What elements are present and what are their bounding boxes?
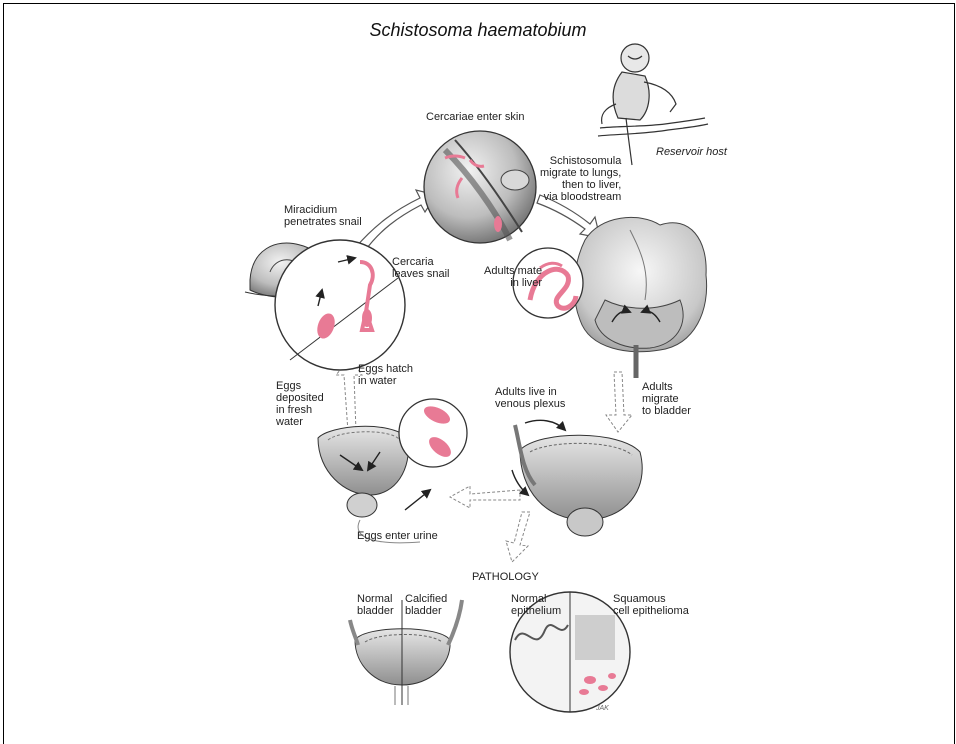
label-normal-epithelium: Normal epithelium — [511, 593, 561, 617]
cycle-arrow-snail-to-skin — [355, 190, 436, 252]
label-squamous-cell-epithelioma: Squamous cell epithelioma — [613, 593, 689, 617]
lungs-liver-illustration — [574, 217, 706, 378]
label-eggs-deposited: Eggs deposited in fresh water — [276, 380, 324, 428]
label-adults-mate: Adults mate in liver — [484, 265, 542, 289]
label-schistosomula-migrate: Schistosomula migrate to lungs, then to … — [540, 155, 621, 203]
skin-penetration-circle — [424, 131, 536, 243]
label-miracidium-penetrates: Miracidium penetrates snail — [284, 204, 362, 228]
label-calcified-bladder: Calcified bladder — [405, 593, 447, 617]
label-adults-live: Adults live in venous plexus — [495, 386, 565, 410]
bladder-venous-plexus-illustration — [512, 420, 642, 536]
cycle-arrow-bladder-to-eggs — [450, 486, 520, 508]
label-eggs-hatch: Eggs hatch in water — [358, 363, 413, 387]
label-eggs-enter-urine: Eggs enter urine — [357, 530, 438, 542]
label-pathology: PATHOLOGY — [472, 571, 539, 583]
snail-cercaria-circle — [275, 240, 405, 370]
artist-signature: JAK — [596, 703, 609, 715]
eggs-closeup-circle — [399, 399, 467, 467]
label-cercariae-enter-skin: Cercariae enter skin — [426, 111, 524, 123]
cycle-arrow-liver-to-bladder — [606, 372, 632, 432]
pathology-arrow — [506, 512, 530, 562]
label-normal-bladder: Normal bladder — [357, 593, 394, 617]
label-cercaria-leaves: Cercaria leaves snail — [392, 256, 449, 280]
label-reservoir-host: Reservoir host — [656, 146, 727, 158]
figure-title: Schistosoma haematobium — [0, 20, 956, 41]
life-cycle-illustration — [0, 0, 956, 721]
label-adults-migrate: Adults migrate to bladder — [642, 381, 691, 417]
